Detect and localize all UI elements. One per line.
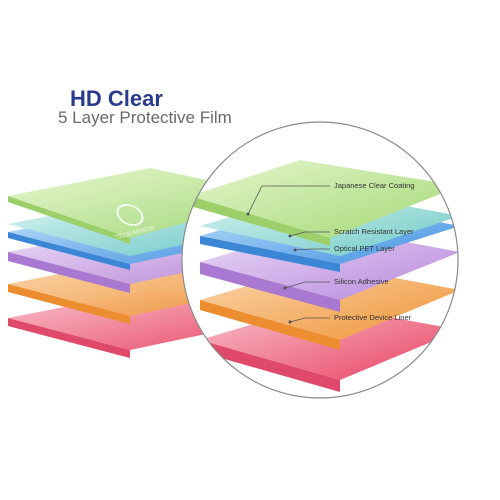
layer-clear-coating-edge	[8, 196, 130, 244]
page-title: HD Clear	[70, 86, 163, 111]
layer-optical-pet-edge	[8, 232, 130, 270]
leader-dots	[246, 212, 297, 324]
label-device-liner: Protective Device Liner	[334, 313, 412, 322]
layer-protective-liner-edge	[8, 284, 130, 324]
magnifier-circle	[181, 121, 459, 399]
leader-scratch-resistant	[289, 231, 330, 237]
leader-silicon-adhesive	[284, 281, 330, 289]
logo-mark	[116, 204, 144, 226]
label-silicon-adhesive: Silicon Adhesive	[334, 277, 389, 286]
leader-optical-pet	[294, 248, 330, 251]
page-subtitle: 5 Layer Protective Film	[58, 108, 232, 127]
label-clear-coating: Japanese Clear Coating	[334, 181, 414, 190]
leader-clear-coating	[247, 185, 330, 215]
leader-device-liner	[289, 317, 330, 323]
magnified-view	[182, 122, 458, 398]
leader-lines	[247, 185, 330, 323]
label-scratch-resistant: Scratch Resistant Layer	[334, 227, 414, 236]
label-optical-pet: Optical PET Layer	[334, 244, 395, 253]
layer-device-liner-base-edge	[8, 318, 130, 358]
layer-labels: Japanese Clear Coating Scratch Resistant…	[334, 181, 414, 322]
layer-silicon-adhesive-edge	[8, 252, 130, 293]
